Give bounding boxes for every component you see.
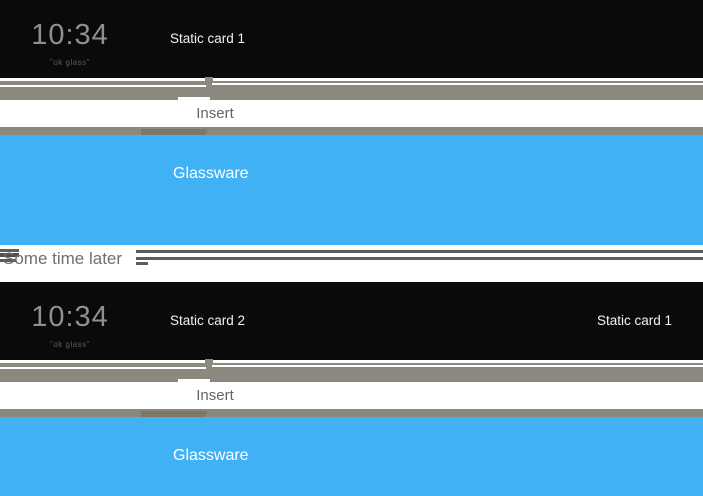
ok-glass-hotword: "ok glass" [49, 340, 91, 349]
compressed-timeline-cards [0, 127, 703, 135]
timeline-continuation-line [0, 249, 19, 252]
glassware-label: Glassware [173, 447, 249, 464]
timeline-continuation-line [136, 262, 148, 265]
clock-text: 10:34 [31, 19, 109, 51]
clock-text: 10:34 [31, 301, 109, 333]
card-seam [0, 367, 206, 369]
card-seam [212, 83, 703, 85]
static-card-right-label: Static card 1 [596, 313, 672, 328]
glassware-label: Glassware [173, 165, 249, 182]
timeline-section-before: 10:34 "ok glass" Static card 1 Insert Gl… [0, 0, 703, 245]
insert-label: Insert [196, 387, 234, 404]
some-time-later-label: Some time later [3, 249, 123, 268]
insert-point-notch [178, 379, 210, 383]
timeline-continuation-line [0, 253, 19, 257]
insert-marker-strip [0, 382, 703, 409]
card-seam [212, 365, 703, 367]
timeline-continuation-line [0, 259, 16, 262]
timeline-card-strip: 10:34 "ok glass" Static card 1 [0, 0, 703, 78]
insert-point-shadow-tab [141, 129, 207, 135]
timeline-continuation-line [136, 257, 703, 260]
insert-point-connector [205, 77, 213, 84]
timeline-continuation-line [136, 250, 703, 253]
ok-glass-hotword: "ok glass" [49, 58, 91, 67]
insert-point-shadow-tab [141, 411, 207, 417]
static-card-label: Static card 1 [170, 31, 246, 46]
glassware-card: Glassware [0, 417, 703, 496]
compressed-timeline-cards [0, 409, 703, 417]
static-card-label: Static card 2 [170, 313, 246, 328]
card-seam [0, 85, 206, 87]
time-divider: Some time later [0, 245, 703, 282]
insert-label: Insert [196, 105, 234, 122]
insert-point-connector [205, 359, 213, 366]
glassware-card: Glassware [0, 135, 703, 245]
timeline-section-after: 10:34 "ok glass" Static card 2 Static ca… [0, 282, 703, 496]
timeline-card-strip: 10:34 "ok glass" Static card 2 Static ca… [0, 282, 703, 360]
insert-point-notch [178, 97, 210, 101]
insert-marker-strip [0, 100, 703, 127]
